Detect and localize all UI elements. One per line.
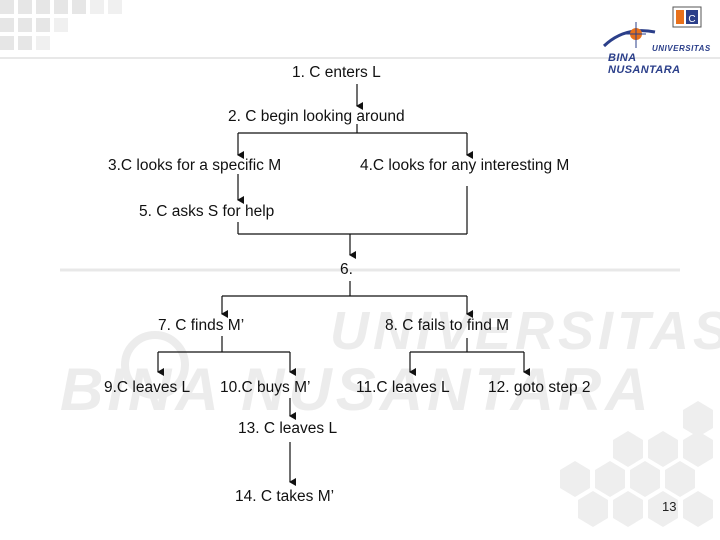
flow-node-2: 2. C begin looking around [228,108,405,125]
flow-node-7: 7. C finds M’ [158,317,245,334]
flow-node-3: 3.C looks for a specific M [108,157,282,174]
logo-text-universitas: UNIVERSITAS [652,44,711,53]
flow-node-4: 4.C looks for any interesting M [360,157,570,174]
flow-node-13: 13. C leaves L [238,420,338,437]
logo-text-bina-nusantara: BINA NUSANTARA [608,52,681,76]
watermark-line1: UNIVERSITAS [330,301,720,361]
flow-node-6: 6. [340,261,353,278]
flow-node-8: 8. C fails to find M [385,317,510,334]
flow-node-5: 5. C asks S for help [139,203,275,220]
flow-node-9: 9.C leaves L [104,379,191,396]
flow-node-10: 10.C buys M’ [220,379,311,396]
binus-corner-icon: C [672,6,702,28]
flow-node-11: 11.C leaves L [356,379,450,396]
flow-node-1: 1. C enters L [292,64,381,81]
svg-text:C: C [688,14,695,25]
logo-swoosh-icon [602,22,656,48]
university-logo: UNIVERSITAS BINA NUSANTARA [600,22,711,76]
flow-node-12: 12. goto step 2 [488,379,591,396]
flow-node-14: 14. C takes M’ [235,488,335,505]
page-number: 13 [662,499,677,514]
